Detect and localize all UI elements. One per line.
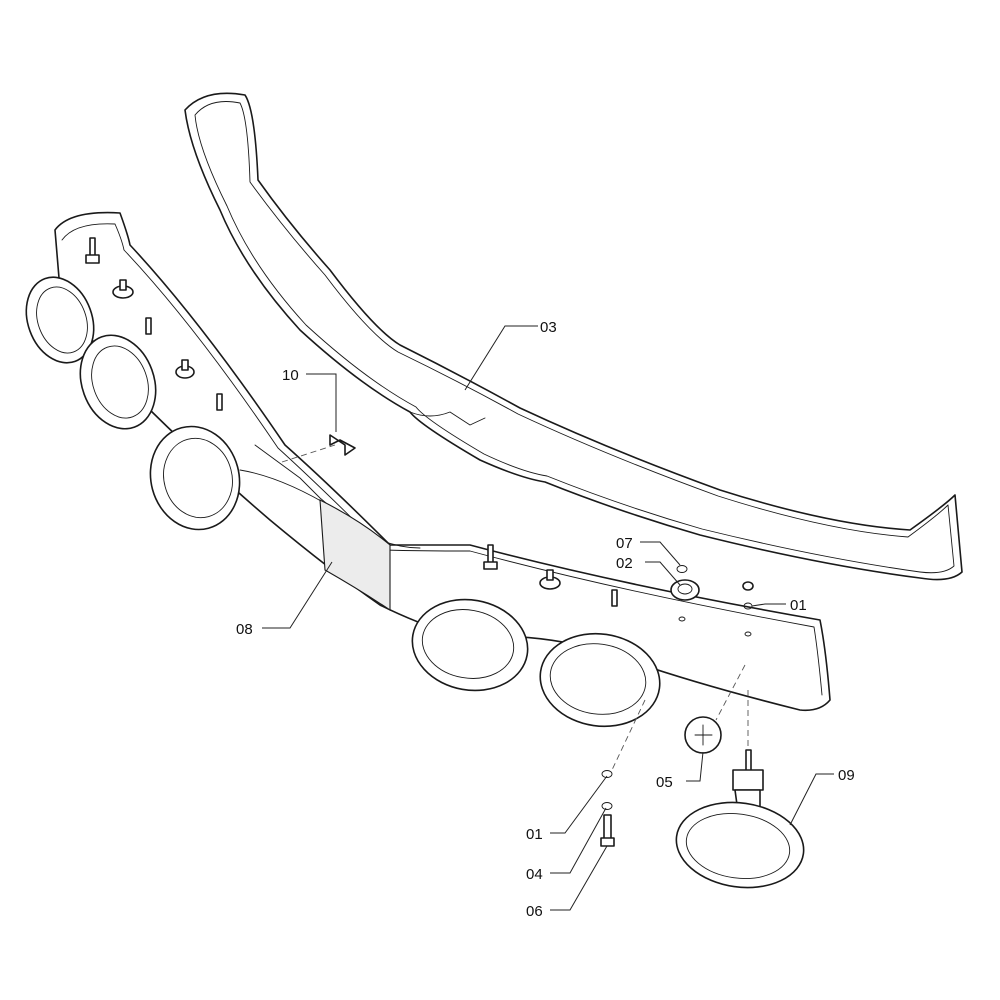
callout-09: 09 (838, 767, 855, 784)
gasket-seal-part (184, 92, 963, 581)
callout-07: 07 (616, 535, 633, 552)
studs-left-arm (85, 237, 223, 411)
callout-04: 04 (526, 866, 543, 883)
bracket-clip-part (329, 434, 356, 456)
assembly-lines (281, 444, 749, 771)
grommet-part (670, 579, 700, 601)
lamp-housing-part (54, 211, 831, 712)
sensor-cap-part (684, 716, 722, 754)
callout-06: 06 (526, 903, 543, 920)
separate-lamp-part (675, 749, 805, 889)
callout-03: 03 (540, 319, 557, 336)
lamp-lens-ring-5 (539, 632, 661, 728)
callout-02: 02 (616, 555, 633, 572)
screw-stack-part (600, 770, 615, 847)
lamp-lens-ring-3 (149, 425, 241, 531)
callout-08: 08 (236, 621, 253, 638)
callout-01-top: 01 (790, 597, 807, 614)
studs-right-arm (483, 544, 754, 637)
lamp-lens-ring-4 (411, 598, 529, 692)
leader-lines (262, 325, 834, 911)
small-washer-part (676, 565, 688, 573)
lamp-lens-ring-2 (79, 334, 157, 430)
callout-05: 05 (656, 774, 673, 791)
callout-01-bottom: 01 (526, 826, 543, 843)
lamp-lens-ring-1 (25, 276, 95, 364)
callout-10: 10 (282, 367, 299, 384)
